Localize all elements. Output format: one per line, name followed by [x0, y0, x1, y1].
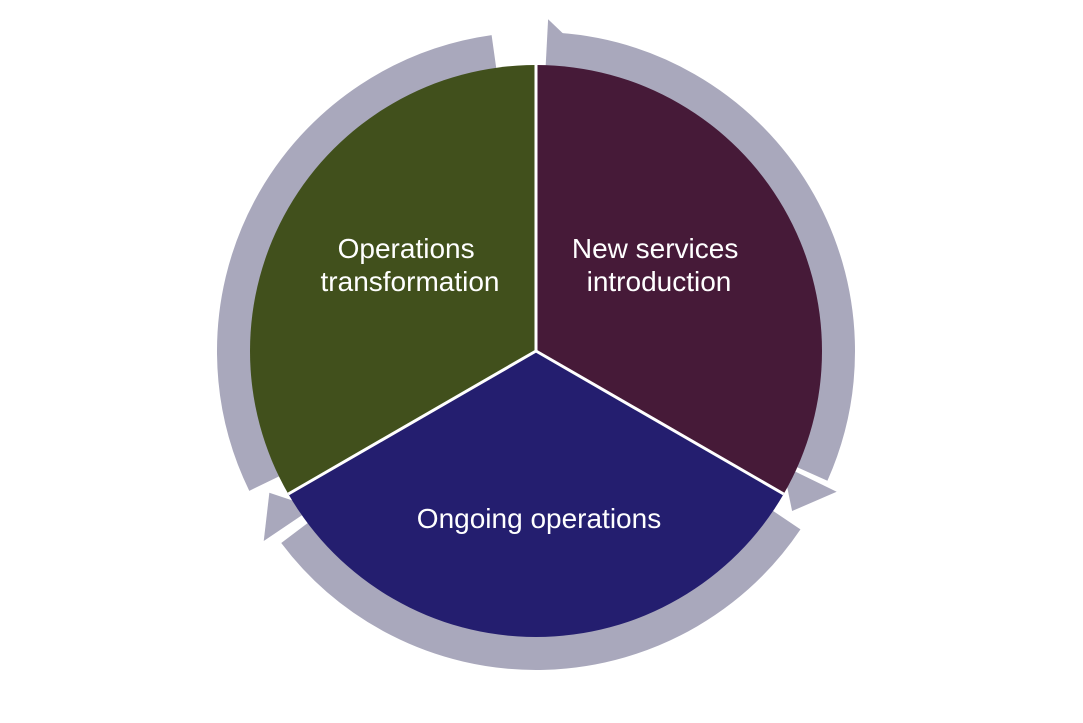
- segment-ongoing-operations: [288, 351, 784, 637]
- label-ongoing-operations: Ongoing operations: [417, 503, 661, 534]
- segment-new-services: [536, 65, 822, 494]
- divider-lower-right: [535, 349, 785, 496]
- label-operations-transformation: Operations transformation: [321, 233, 500, 297]
- arrow-head-right: [782, 465, 837, 512]
- divider-lower-left: [287, 349, 537, 496]
- segment-operations-transformation: [250, 65, 536, 494]
- label-new-services: New services introduction: [572, 233, 746, 297]
- arrow-head-top: [544, 19, 584, 80]
- ring-arc-top-right: [555, 32, 855, 481]
- cycle-ring: [217, 19, 855, 670]
- ring-arc-bottom: [281, 510, 801, 670]
- segments: [250, 65, 822, 637]
- segment-dividers: [287, 65, 785, 496]
- ring-arc-left: [217, 35, 497, 491]
